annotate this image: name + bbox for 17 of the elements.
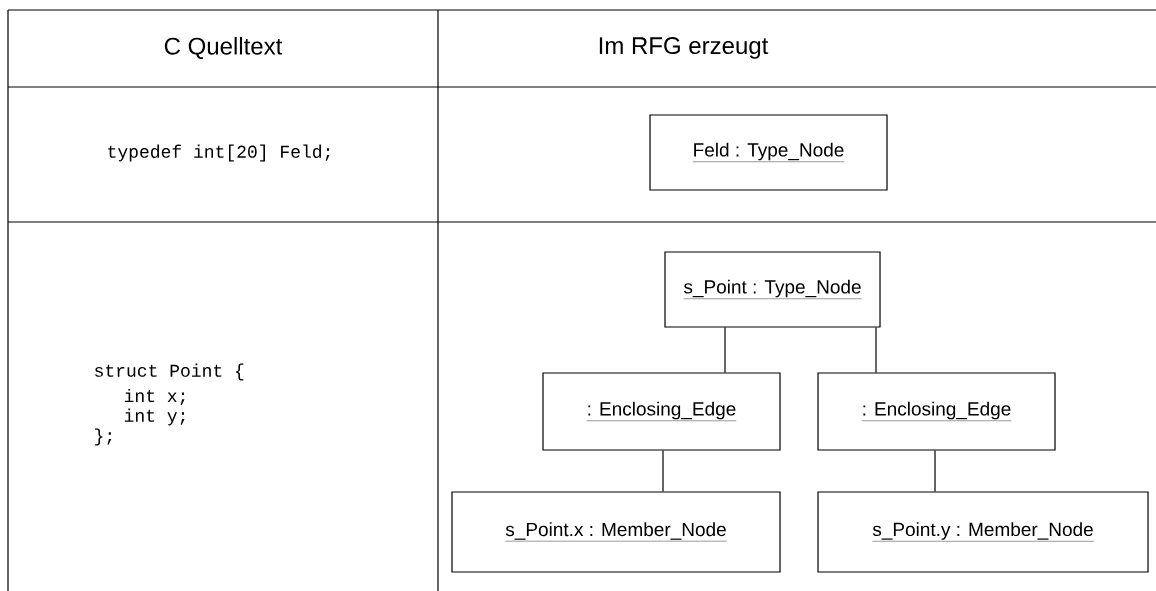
connector-line: [934, 450, 936, 492]
connector-line: [724, 327, 726, 373]
column-header: C Quelltext: [164, 37, 283, 59]
object-box: Feld : Type_Node: [649, 114, 888, 191]
column-header: Im RFG erzeugt: [599, 37, 769, 59]
code-line: typedef int[20] Feld;: [108, 144, 330, 162]
object-box: : Enclosing_Edge: [542, 372, 781, 451]
connector-line: [875, 327, 877, 373]
code-line: };: [95, 428, 112, 446]
code-line: int x;: [124, 388, 185, 406]
object-box: s_Point.x : Member_Node: [451, 491, 781, 573]
code-line: struct Point {: [95, 363, 244, 381]
object-box: s_Point : Type_Node: [664, 251, 881, 328]
connector-line: [662, 450, 664, 492]
object-box: : Enclosing_Edge: [817, 372, 1056, 451]
code-line: int y;: [124, 408, 185, 426]
object-box: s_Point.y : Member_Node: [817, 491, 1149, 573]
